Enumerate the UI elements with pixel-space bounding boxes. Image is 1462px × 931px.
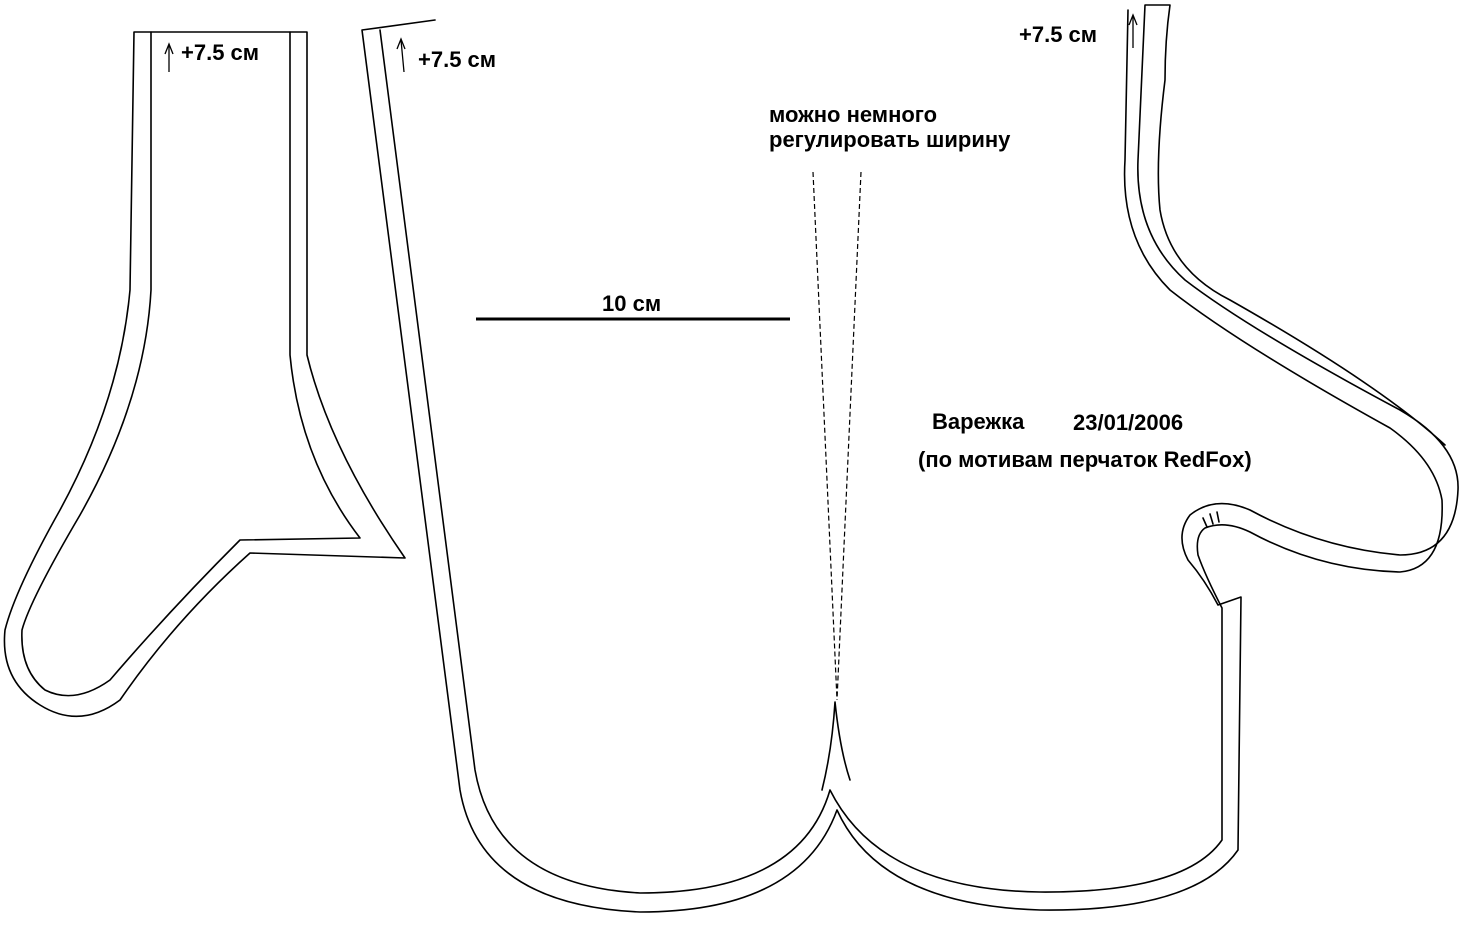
- guide-line-left: [812, 171, 838, 701]
- scale-label: 10 см: [602, 291, 662, 316]
- mitten-body-piece: [361, 4, 1459, 913]
- allowance-arrow-left: [396, 37, 406, 73]
- right-allowance-label: +7.5 см: [1019, 22, 1098, 47]
- thumb-outer-outline: [3, 31, 406, 718]
- mitten-outer-outline: [361, 4, 1459, 913]
- pattern-title: Варежка: [932, 409, 1025, 434]
- pattern-date: 23/01/2006: [1073, 410, 1184, 435]
- width-adjust-guides: [812, 171, 862, 701]
- thumb-allowance-label: +7.5 см: [181, 40, 260, 65]
- thumb-inner-outline: [21, 31, 361, 697]
- allowance-arrow-thumb: [164, 42, 174, 72]
- allowance-arrow-right: [1128, 13, 1138, 48]
- guide-line-right: [836, 171, 862, 701]
- mitten-inner-outline: [379, 9, 1443, 894]
- width-note-line2: регулировать ширину: [769, 127, 1011, 152]
- thumb-piece: [3, 31, 406, 718]
- pattern-subtitle: (по мотивам перчаток RedFox): [918, 447, 1252, 472]
- thumb-opening-ticks: [1202, 511, 1220, 528]
- mitten-center-dart: [821, 701, 851, 791]
- left-allowance-label: +7.5 см: [418, 47, 497, 72]
- width-note-line1: можно немного: [769, 102, 938, 127]
